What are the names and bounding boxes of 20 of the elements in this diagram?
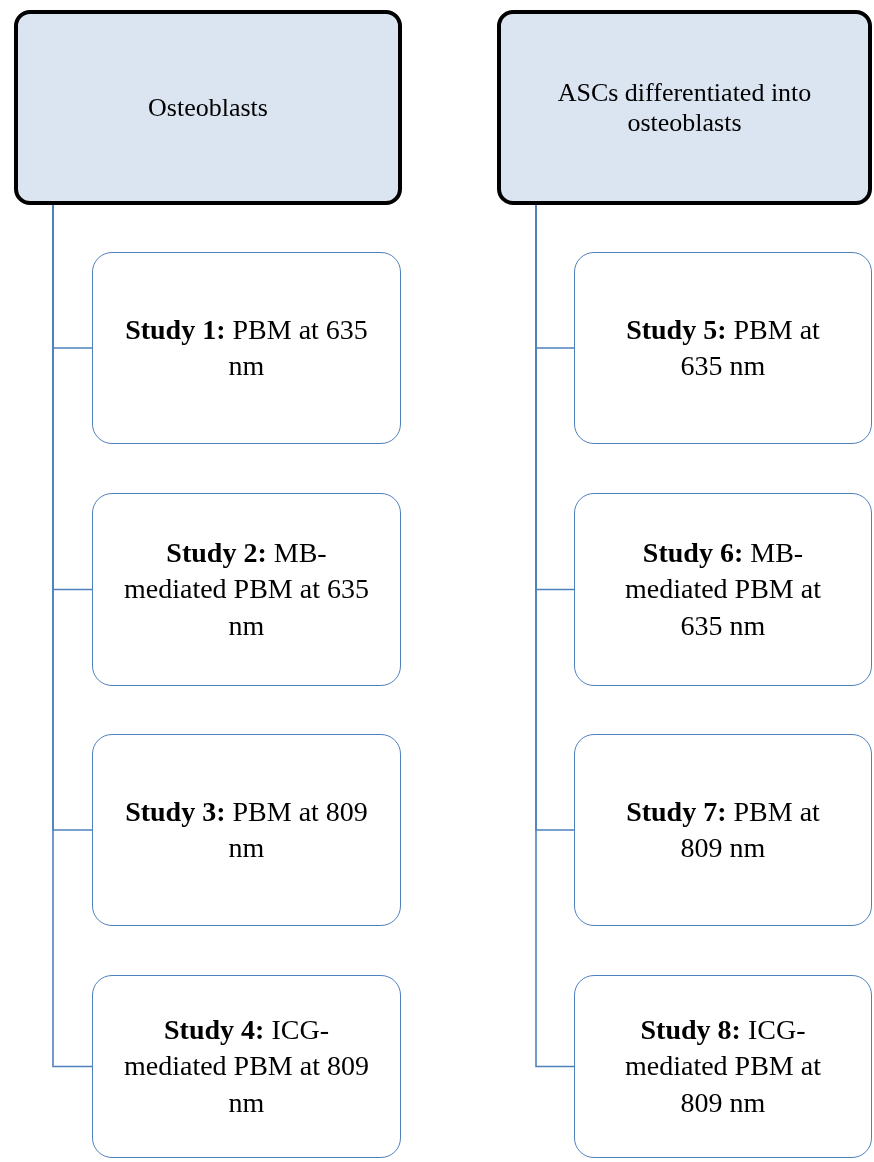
node-label: ASCs differentiated into osteoblasts [556,77,813,138]
study-box [92,975,401,1158]
node-label: Osteoblasts [148,92,268,123]
node-label: Study 6: MB-mediated PBM at 635 nm [624,535,822,643]
study-box [574,975,872,1158]
study-box [92,252,401,444]
study-box [574,493,872,686]
study-box [92,734,401,926]
node-label: Study 3: PBM at 809 nm [124,794,369,865]
node-label: Study 7: PBM at 809 nm [625,794,821,865]
group-header-box [14,10,402,205]
node-label: Study 5: PBM at 635 nm [625,312,821,383]
node-label: Study 2: MB-mediated PBM at 635 nm [123,535,370,643]
study-box [574,252,872,444]
node-label: Study 8: ICG-mediated PBM at 809 nm [624,1012,822,1120]
study-box [574,734,872,926]
study-box [92,493,401,686]
node-label: Study 1: PBM at 635 nm [124,312,369,383]
node-label: Study 4: ICG-mediated PBM at 809 nm [123,1012,370,1120]
group-header-box [497,10,872,205]
